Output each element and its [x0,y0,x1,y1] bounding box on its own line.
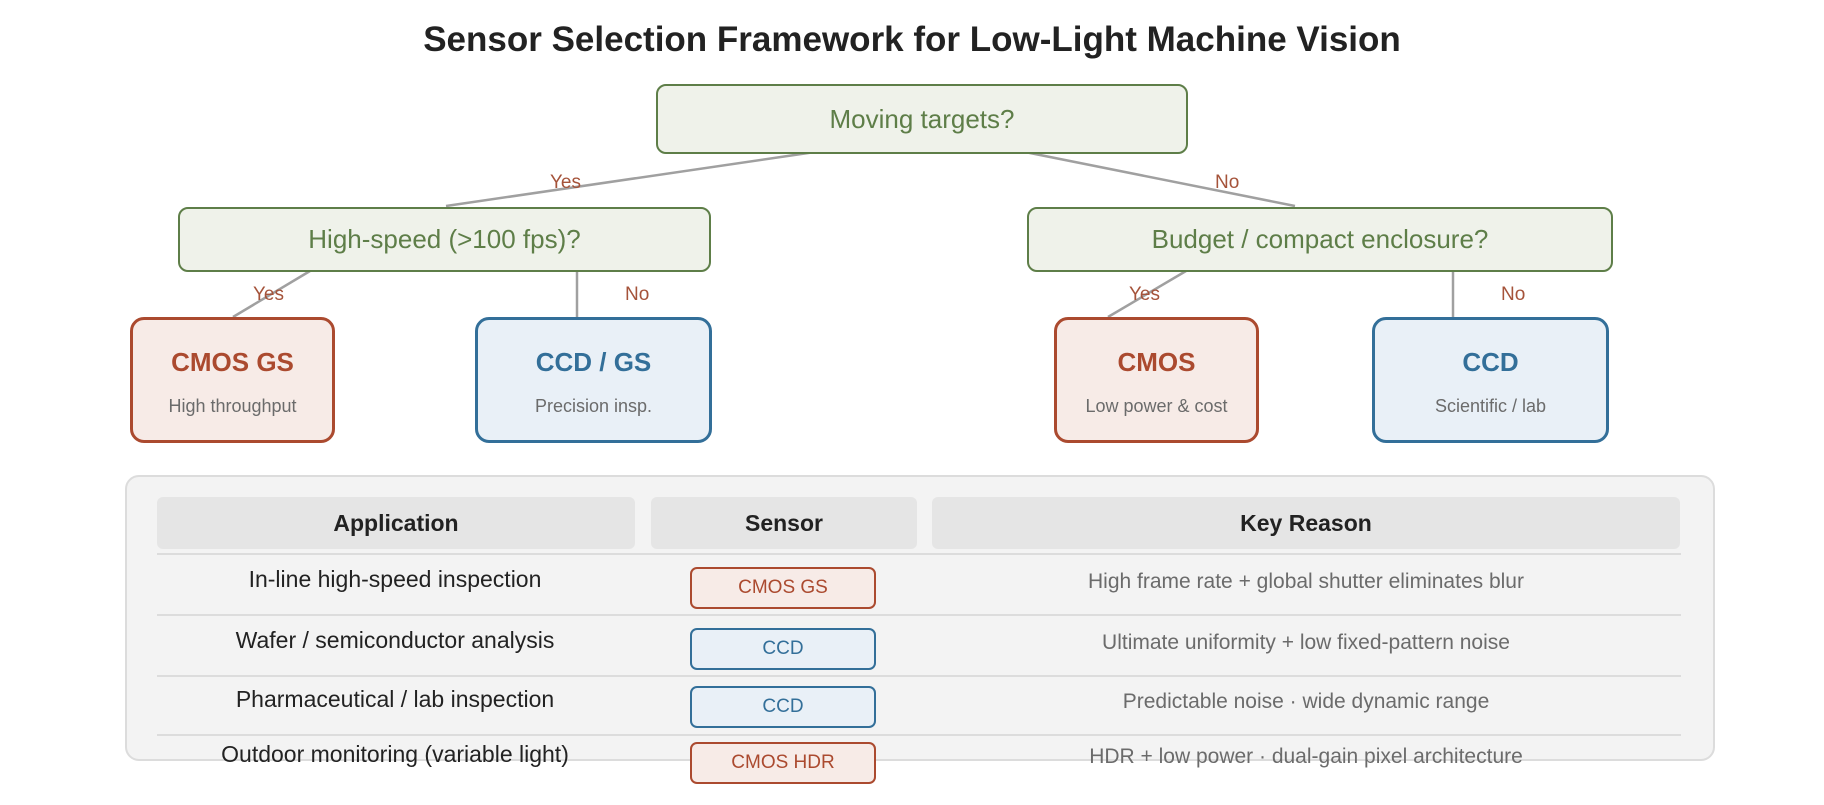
edge-left-yes [232,269,311,319]
leaf-cmos-gs: CMOS GS High throughput [130,317,335,443]
sensor-badge: CMOS HDR [690,742,876,784]
edge-label-root-no: No [1215,172,1240,193]
table-cell-reason: High frame rate + global shutter elimina… [1088,570,1524,593]
table-divider [157,553,1681,555]
table-cell-application: Outdoor monitoring (variable light) [221,741,569,767]
sensor-badge-text: CMOS GS [738,577,828,598]
edge-label-left-yes: Yes [253,284,284,305]
leaf-title: CCD / GS [535,347,652,377]
sensor-badge: CCD [690,686,876,728]
edge-label-right-no: No [1501,284,1526,305]
leaf-subtitle: Precision insp. [534,396,653,416]
table-cell-reason: Predictable noise · wide dynamic range [1122,690,1490,713]
leaf-ccd-gs: CCD / GS Precision insp. [475,317,712,443]
left-question-text: High-speed (>100 fps)? [308,224,581,254]
table-divider [157,675,1681,677]
left-question-node: High-speed (>100 fps)? [178,207,711,272]
sensor-badge-text: CCD [762,696,804,717]
table-cell-reason: Ultimate uniformity + low fixed-pattern … [1102,631,1510,654]
table-header-application: Application [157,497,635,549]
right-question-text: Budget / compact enclosure? [1151,224,1489,254]
table-cell-application: Wafer / semiconductor analysis [235,627,555,653]
diagram-title: Sensor Selection Framework for Low-Light… [423,20,1401,59]
leaf-title: CCD [1462,347,1519,377]
table-header-text: Sensor [745,509,823,536]
root-question-text: Moving targets? [829,103,1015,134]
leaf-subtitle: High throughput [168,396,297,416]
table-divider [157,614,1681,616]
edge-label-right-yes: Yes [1129,284,1160,305]
edge-right-yes [1107,269,1187,319]
sensor-badge: CCD [690,628,876,670]
table-header-sensor: Sensor [651,497,917,549]
leaf-ccd: CCD Scientific / lab [1372,317,1609,443]
right-question-node: Budget / compact enclosure? [1027,207,1613,272]
table-cell-reason: HDR + low power · dual-gain pixel archit… [1089,745,1523,768]
leaf-subtitle: Scientific / lab [1434,396,1547,416]
leaf-subtitle: Low power & cost [1085,396,1228,416]
table-divider [157,734,1681,736]
edge-root-no [1024,150,1296,208]
table-cell-application: In-line high-speed inspection [248,566,542,592]
sensor-badge: CMOS GS [690,567,876,609]
sensor-badge-text: CMOS HDR [731,752,835,773]
sensor-badge-text: CCD [762,638,804,659]
leaf-title: CMOS GS [171,347,294,377]
edge-root-yes [445,150,816,208]
root-question-node: Moving targets? [656,84,1188,154]
table-header-text: Application [333,509,459,536]
table-cell-application: Pharmaceutical / lab inspection [235,686,555,712]
table-header-text: Key Reason [1240,509,1372,536]
leaf-cmos: CMOS Low power & cost [1054,317,1259,443]
leaf-title: CMOS [1117,347,1196,377]
edge-label-root-yes: Yes [550,172,581,193]
edge-label-left-no: No [625,284,650,305]
table-header-key-reason: Key Reason [932,497,1680,549]
